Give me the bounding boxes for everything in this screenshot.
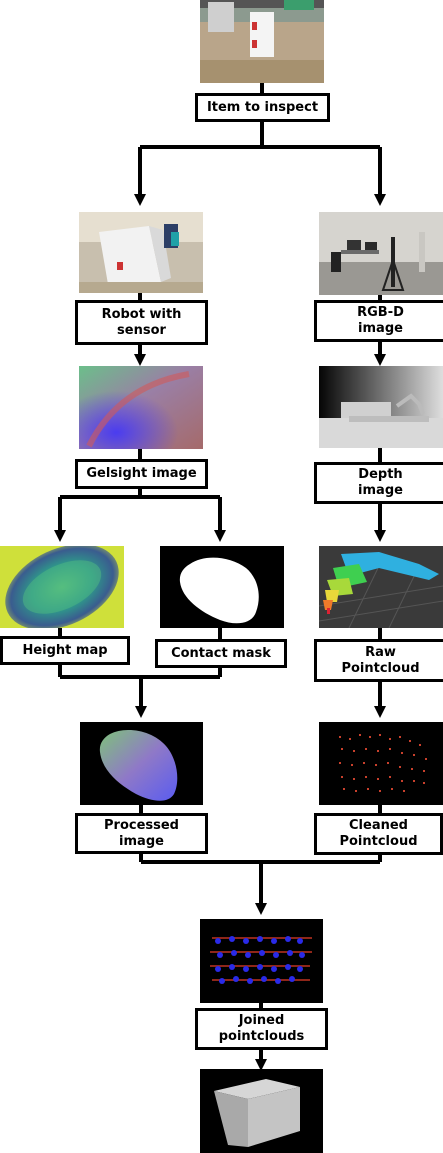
- depth-image: [319, 366, 443, 448]
- gelsight-image: [79, 366, 203, 449]
- processed-image-box: Processed image: [75, 813, 208, 854]
- robot-with-sensor-box: Robot with sensor: [75, 300, 208, 345]
- height-map-image: [0, 546, 124, 628]
- gelsight-image-box: Gelsight image: [75, 459, 208, 489]
- contact-mask-image: [160, 546, 284, 628]
- contact-mask-box: Contact mask: [155, 639, 287, 668]
- final-box-render: [200, 1069, 323, 1153]
- cleaned-pointcloud-image: [319, 722, 443, 805]
- height-map-box: Height map: [0, 636, 130, 665]
- rgbd-image-box: RGB-D image: [314, 300, 443, 342]
- raw-pointcloud-image: [319, 546, 443, 628]
- item-to-inspect-box: Item to inspect: [195, 93, 330, 122]
- raw-pointcloud-box: Raw Pointcloud: [314, 639, 443, 682]
- joined-pointclouds-box: Joined pointclouds: [195, 1008, 328, 1050]
- processed-image: [80, 722, 203, 805]
- item-photo: [200, 0, 324, 83]
- cleaned-pointcloud-box: Cleaned Pointcloud: [314, 813, 443, 855]
- rgbd-photo: [319, 212, 443, 295]
- joined-pointclouds-image: [200, 919, 323, 1003]
- robot-sensor-photo: [79, 212, 203, 293]
- depth-image-box: Depth image: [314, 462, 443, 504]
